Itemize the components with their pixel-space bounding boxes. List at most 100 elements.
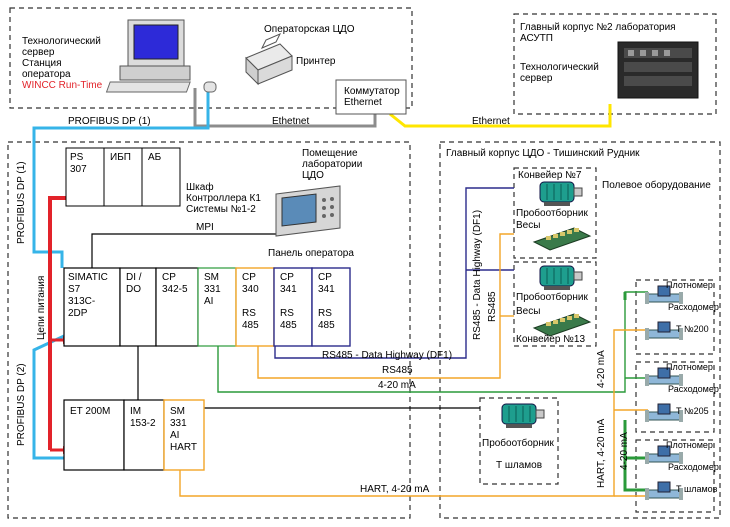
et-module-sm331-hart	[163, 399, 205, 471]
lab-title-line: Помещение	[302, 148, 358, 159]
rs485-line	[257, 233, 514, 379]
field-area-title: Главный корпус ЦДО - Тишинский Рудник	[446, 148, 640, 159]
mb2-server-line: Технологический	[520, 62, 599, 73]
rack-module-text: 2DP	[68, 308, 88, 319]
rack-module-text: CP	[162, 272, 176, 283]
density-meter-label: Плотномер	[666, 440, 713, 450]
rack-module-text: CP	[280, 272, 294, 283]
ethernet-yellow-line	[389, 104, 612, 128]
rack-module-text: SM	[204, 272, 219, 283]
mb2-server-line: сервер	[520, 73, 553, 84]
conveyor-13-scale-icon	[532, 313, 592, 337]
lab-room-zone	[7, 141, 411, 519]
rack-module-cp341-b	[311, 267, 351, 347]
instrument-box-3	[635, 439, 715, 513]
workstation-label-line: оператора	[22, 69, 71, 80]
switch-label-line: Ethernet	[344, 97, 382, 108]
sampler-t-box	[479, 397, 559, 485]
profibus-1-vertical-label: PROFIBUS DP (1)	[16, 161, 27, 244]
power-circuits-label: Цепи питания	[36, 276, 47, 340]
et-module-text: 331	[170, 418, 187, 429]
operator-panel-label: Панель оператора	[268, 248, 354, 259]
rack-module-text: 331	[204, 284, 221, 295]
rack-module-text: 341	[318, 284, 335, 295]
printer-icon	[245, 33, 293, 86]
ma-420-label: 4-20 mA	[378, 380, 416, 391]
ma-420-line-2	[623, 420, 648, 492]
mpi-line	[91, 225, 286, 268]
density-meter-icon	[645, 445, 683, 464]
rack-module-text: 342-5	[162, 284, 188, 295]
rack-module-text: RS	[280, 308, 294, 319]
ethernet-right-label: Ethernet	[472, 116, 510, 127]
cabinet-label-line: Системы №1-2	[186, 204, 256, 215]
df1-line	[274, 187, 514, 359]
conveyor-7-sampler: Пробоотборник	[516, 207, 588, 219]
rack-module-text: 485	[280, 320, 297, 331]
rack-module-text: S7	[68, 284, 81, 295]
rack-module-text: CP	[318, 272, 332, 283]
density-meter-icon	[645, 285, 683, 304]
cabinet-module-text: ИБП	[110, 152, 131, 163]
density-meter-label: Плотномер	[666, 362, 713, 372]
power-line-main	[48, 196, 66, 450]
sampler-t-motor-icon	[501, 403, 545, 428]
rs485-vertical-label: RS485	[487, 291, 498, 322]
ma-420-line	[217, 291, 648, 393]
conveyor-7-motor-icon	[539, 181, 583, 206]
lab-title-line: ЦДО	[302, 170, 324, 181]
rack-module-cp342	[155, 267, 199, 347]
switch-label-line: Коммутатор	[344, 86, 400, 97]
lab-title-line: лаборатории	[302, 158, 362, 170]
cabinet-label-line: Шкаф	[186, 181, 214, 193]
cabinet-module-text: 307	[70, 164, 87, 175]
et-module-text: 153-2	[130, 418, 156, 429]
rack-module-text: RS	[318, 308, 332, 319]
conveyor-13-box	[513, 261, 597, 347]
main-building-2-zone	[513, 13, 717, 115]
instrument-box-2	[635, 361, 715, 433]
field-equipment-label: Полевое оборудование	[602, 179, 711, 191]
rs485-label: RS485	[382, 365, 413, 376]
rack-module-text: SIMATIC	[68, 272, 108, 283]
rack-module-text: 485	[242, 320, 259, 331]
et-module-text: SM	[170, 406, 185, 417]
rack-server-icon	[617, 41, 699, 99]
cabinet-module-text: PS	[70, 152, 84, 163]
sampler-t-label-2: Т шламов	[496, 460, 542, 471]
profibus-1-line	[32, 88, 210, 268]
et-module-im153	[123, 399, 165, 471]
et-module-text: ET 200M	[70, 406, 110, 417]
workstation-label-line: WINCC Run-Time	[22, 80, 103, 91]
conveyor-7-header: Конвейер №7	[518, 170, 582, 181]
rack-module-sm331	[197, 267, 237, 347]
conveyor-13-sampler: Пробоотборник	[516, 291, 588, 303]
conveyor-7-scale-icon	[532, 227, 592, 251]
et-module-text: IM	[130, 406, 141, 417]
operator-panel-icon	[275, 185, 341, 237]
instrument-tag-label: Т №205	[676, 406, 709, 416]
ethernet-gray-line	[193, 88, 377, 128]
cabinet-module-text: АБ	[148, 152, 162, 163]
rack-module-text: DO	[126, 284, 141, 295]
conveyor-13-footer: Конвейер №13	[516, 334, 585, 345]
operator-room-title: Операторская ЦДО	[264, 24, 355, 35]
sampler-t-label-1: Пробоотборник	[482, 437, 554, 449]
mb2-title-line: Главный корпус №2 лаборатория	[520, 21, 676, 33]
rack-module-text: 341	[280, 284, 297, 295]
printer-label: Принтер	[296, 56, 336, 67]
density-meter-icon	[645, 367, 683, 386]
mb2-title-line: АСУТП	[520, 33, 553, 44]
operator-room-zone	[9, 7, 413, 109]
rack-module-cp340	[235, 267, 275, 347]
density-meter-label: Плотномер	[666, 280, 713, 290]
profibus-2-vertical-label: PROFIBUS DP (2)	[16, 363, 27, 446]
et-module-text: HART	[170, 442, 197, 453]
workstation-label-line: сервер	[22, 47, 55, 58]
